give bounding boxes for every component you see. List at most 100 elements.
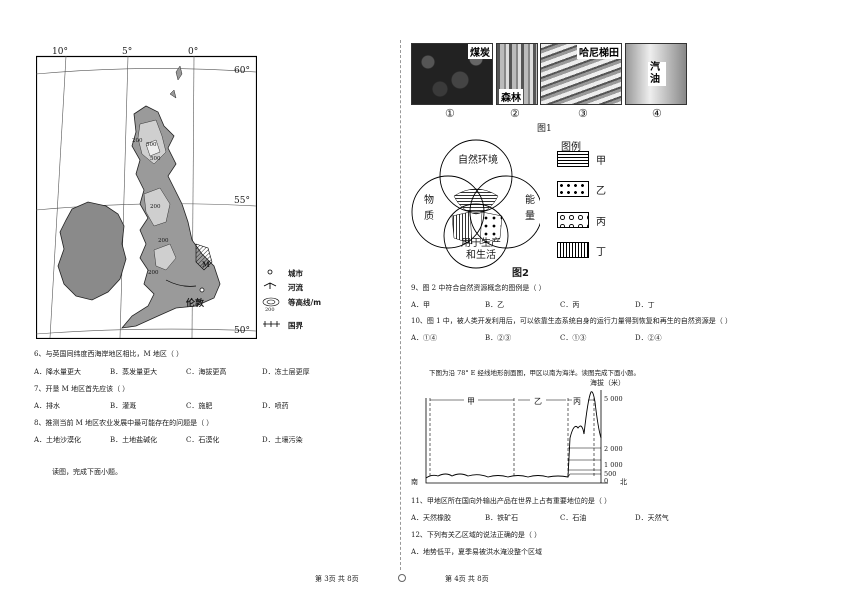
q11-option-b[interactable]: B．铁矿石 xyxy=(485,514,519,522)
q7-option-b[interactable]: B．灌溉 xyxy=(110,402,137,410)
question-12: 12、下列有关乙区域的说法正确的是（ ） xyxy=(411,531,542,539)
venn-matter-1: 物 xyxy=(424,195,434,206)
contour-label: 500 xyxy=(146,142,157,148)
left-reading-note: 读图，完成下面小题。 xyxy=(52,468,122,476)
q12-option-a[interactable]: A．地势低平，夏季易被洪水淹没整个区域 xyxy=(411,548,543,556)
legend-label-yi: 乙 xyxy=(596,186,606,197)
venn-diagram xyxy=(411,139,540,269)
y-tick-2000: 2 000 xyxy=(604,445,623,453)
footer-page-right: 第 4页 共 8页 xyxy=(445,575,489,583)
photo-number-1: ① xyxy=(445,107,455,120)
question-6: 6、与英国同纬度西海岸地区相比，M 地区（ ） xyxy=(34,350,184,358)
photo-terraces-label: 哈尼梯田 xyxy=(577,44,621,59)
figure-1-caption: 图1 xyxy=(537,124,552,134)
venn-production-1: 用于生产 xyxy=(461,238,501,249)
binding-hole-icon xyxy=(398,574,406,582)
london-label: 伦敦 xyxy=(186,299,205,309)
legend-border: 国界 xyxy=(288,321,303,330)
legend-label-bing: 丙 xyxy=(596,217,606,228)
y-tick-5000: 5 000 xyxy=(604,395,623,403)
photo-forest: 森林 xyxy=(496,43,538,105)
q10-option-b[interactable]: B．②③ xyxy=(485,334,512,342)
q8-option-c[interactable]: C．石漠化 xyxy=(186,436,220,444)
photo-number-3: ③ xyxy=(578,107,588,120)
q6-option-b[interactable]: B．蒸发量更大 xyxy=(110,368,158,376)
footer-page-left: 第 3页 共 8页 xyxy=(315,575,359,583)
profile-intro: 下图为沿 78° E 经线地形剖面图，甲区以南为海洋。读图完成下面小题。 xyxy=(429,369,640,377)
q10-option-a[interactable]: A．①④ xyxy=(411,334,438,342)
q8-option-d[interactable]: D．土壤污染 xyxy=(262,436,303,444)
fig2-legend-title: 图例 xyxy=(561,142,581,153)
zone-bing: 丙 xyxy=(573,397,581,406)
venn-energy-2: 量 xyxy=(525,211,535,222)
q11-option-c[interactable]: C．石油 xyxy=(560,514,587,522)
q10-option-c[interactable]: C．①③ xyxy=(560,334,587,342)
legend-contour: 等高线/m xyxy=(288,298,322,307)
photo-number-4: ④ xyxy=(652,107,662,120)
british-isles-map: 10° 5° 0° 60° 55° 50° 200 500 500 200 20… xyxy=(35,44,258,340)
terrain-profile xyxy=(425,390,608,484)
map-svg xyxy=(35,55,258,340)
venn-production-2: 和生活 xyxy=(466,250,496,261)
q6-option-c[interactable]: C．海拔更高 xyxy=(186,368,227,376)
y-tick-1000: 1 000 xyxy=(604,461,623,469)
legend-swatch-yi xyxy=(557,181,589,197)
lat-label-60: 60° xyxy=(234,66,250,76)
question-10: 10、图 1 中，被人类开发利用后，可以依靠生态系统自身的运行力量得到恢复和再生… xyxy=(411,317,733,325)
legend-swatch-ding xyxy=(557,242,589,258)
q8-option-a[interactable]: A．土地沙漠化 xyxy=(34,436,82,444)
q9-option-b[interactable]: B．乙 xyxy=(485,301,505,309)
lon-label-0: 0° xyxy=(188,47,199,57)
question-8: 8、推测当前 M 地区农业发展中最可能存在的问题是（ ） xyxy=(34,419,214,427)
q6-option-d[interactable]: D．冻土层更厚 xyxy=(262,368,310,376)
lon-label-5: 5° xyxy=(122,47,133,57)
profile-y-title: 海拔（米） xyxy=(590,379,625,387)
y-tick-500: 500 xyxy=(604,470,617,478)
q8-option-b[interactable]: B．土地盐碱化 xyxy=(110,436,158,444)
q6-option-a[interactable]: A．降水量更大 xyxy=(34,368,82,376)
lat-label-55: 55° xyxy=(234,196,250,206)
q11-option-d[interactable]: D．天然气 xyxy=(635,514,669,522)
zone-jia: 甲 xyxy=(467,397,475,406)
q7-option-a[interactable]: A．排水 xyxy=(34,402,61,410)
profile-south: 南 xyxy=(411,478,418,486)
q9-option-c[interactable]: C．丙 xyxy=(560,301,580,309)
contour-label: 200 xyxy=(158,238,169,244)
legend-city: 城市 xyxy=(288,269,303,278)
photo-number-2: ② xyxy=(510,107,520,120)
y-tick-0: 0 xyxy=(604,477,609,485)
profile-north: 北 xyxy=(620,478,627,486)
photo-gasoline-label: 汽油 xyxy=(648,62,666,86)
legend-label-ding: 丁 xyxy=(596,247,606,258)
question-9: 9、图 2 中符合自然资源概念的图例是（ ） xyxy=(411,284,546,292)
q11-option-a[interactable]: A．天然橡胶 xyxy=(411,514,452,522)
page-divider xyxy=(400,40,401,570)
map-legend-symbols xyxy=(262,269,280,327)
venn-energy-1: 能 xyxy=(525,195,535,206)
contour-label: 200 xyxy=(150,204,161,210)
photo-forest-label: 森林 xyxy=(499,89,523,104)
legend-swatch-bing xyxy=(557,212,589,228)
legend-river: 河流 xyxy=(288,283,303,292)
photo-terraces: 哈尼梯田 xyxy=(540,43,622,105)
q9-option-a[interactable]: A．甲 xyxy=(411,301,431,309)
q7-option-d[interactable]: D．喷药 xyxy=(262,402,289,410)
venn-natural-environment: 自然环境 xyxy=(458,155,498,166)
photo-coal: 煤炭 xyxy=(411,43,493,105)
venn-matter-2: 质 xyxy=(424,211,434,222)
legend-contour-sample: 200 xyxy=(265,307,275,313)
zone-yi: 乙 xyxy=(534,397,542,406)
contour-label: 200 xyxy=(148,270,159,276)
q7-option-c[interactable]: C．施肥 xyxy=(186,402,213,410)
lat-label-50: 50° xyxy=(234,326,250,336)
q9-option-d[interactable]: D．丁 xyxy=(635,301,655,309)
lon-label-10: 10° xyxy=(52,47,68,57)
question-7: 7、开垦 M 地区首先应该（ ） xyxy=(34,385,130,393)
contour-label: 500 xyxy=(150,156,161,162)
photo-gasoline: 汽油 xyxy=(625,43,687,105)
map-legend: 城市 河流 等高线/m 200 国界 xyxy=(262,266,352,332)
q10-option-d[interactable]: D．②④ xyxy=(635,334,662,342)
m-region-label: M xyxy=(202,260,210,269)
contour-label: 200 xyxy=(132,138,143,144)
photo-coal-label: 煤炭 xyxy=(468,44,492,59)
